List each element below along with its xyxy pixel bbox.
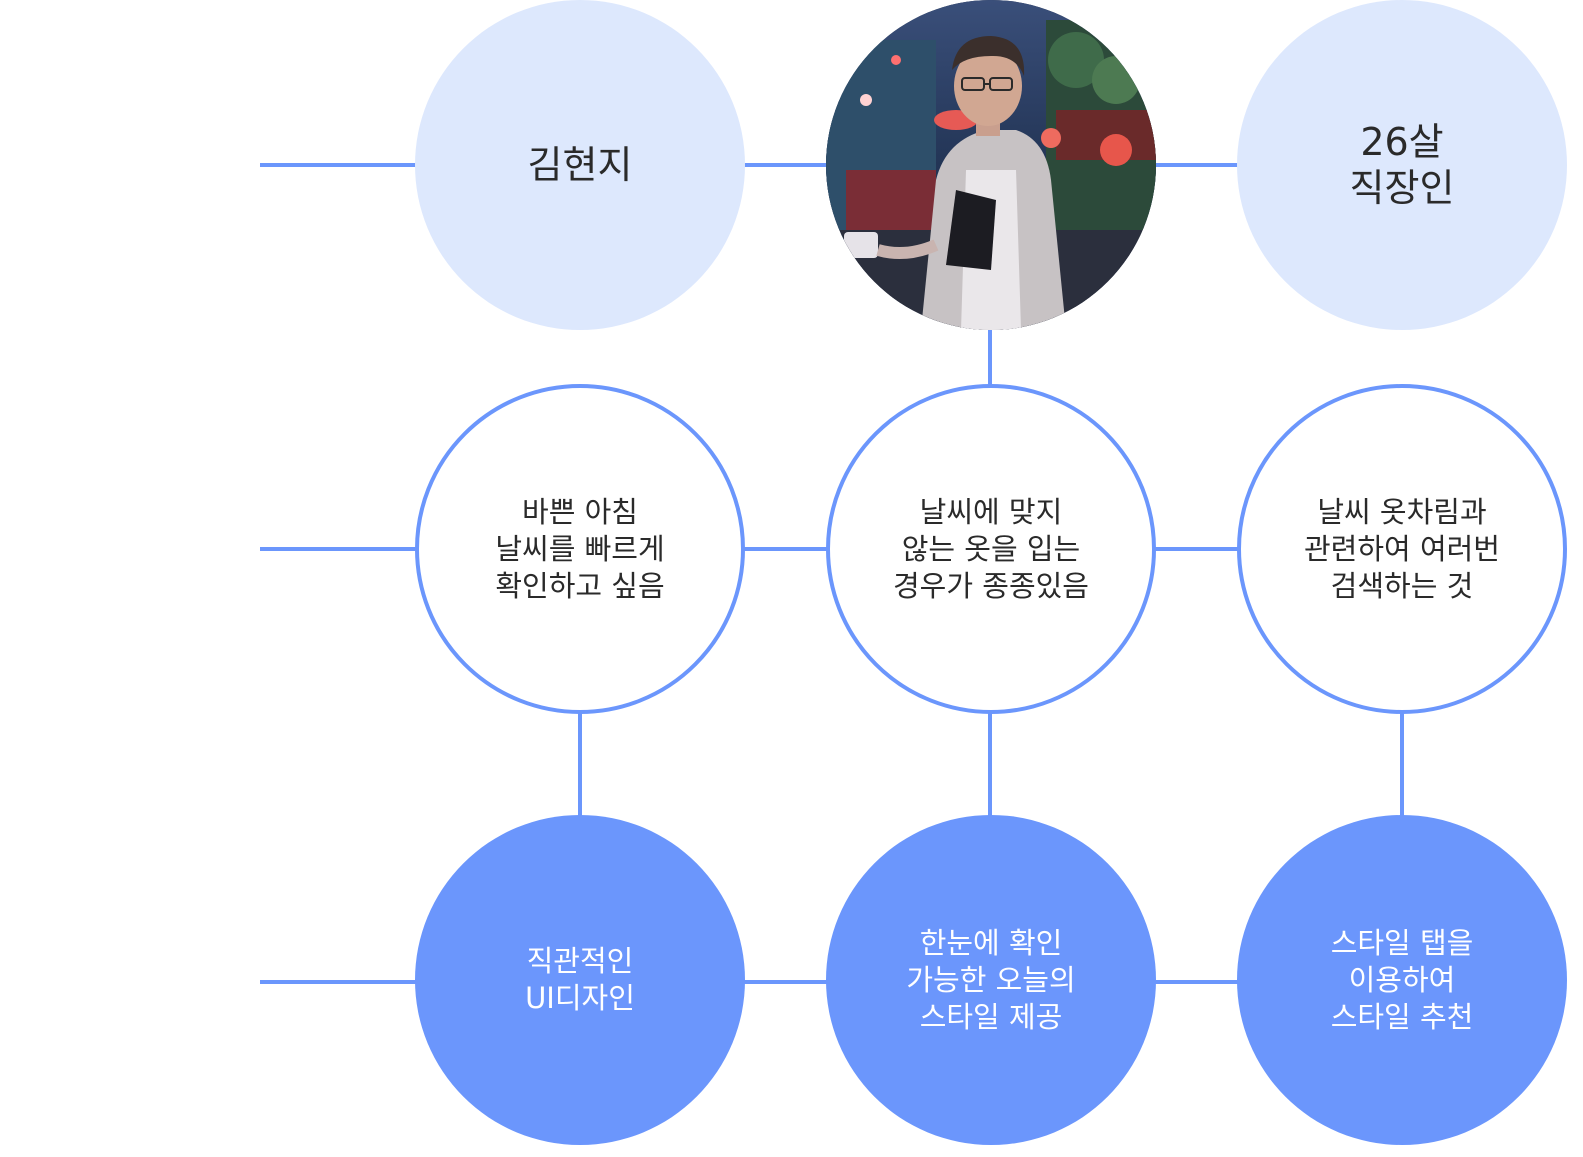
solution-node: 스타일 탭을 이용하여 스타일 추천 <box>1237 815 1567 1145</box>
persona-age-job: 26살 직장인 <box>1349 120 1455 210</box>
row1-connector-b <box>1155 163 1239 167</box>
col1-vertical-connector <box>578 712 582 817</box>
solution-text: 직관적인 UI디자인 <box>525 944 635 1015</box>
row3-connector-b <box>1155 980 1239 984</box>
persona-name-node: 김현지 <box>415 0 745 330</box>
pain-point-node: 바쁜 아침 날씨를 빠르게 확인하고 싶음 <box>415 384 745 714</box>
solution-node: 직관적인 UI디자인 <box>415 815 745 1145</box>
row3-left-connector <box>260 980 416 984</box>
persona-name: 김현지 <box>527 143 633 187</box>
solution-text: 한눈에 확인 가능한 오늘의 스타일 제공 <box>906 925 1076 1034</box>
col3-vertical-connector <box>1400 712 1404 817</box>
solution-node: 한눈에 확인 가능한 오늘의 스타일 제공 <box>826 815 1156 1145</box>
pain-point-node: 날씨에 맞지 않는 옷을 입는 경우가 종종있음 <box>826 384 1156 714</box>
row2-left-connector <box>260 547 416 551</box>
col2-vertical-connector <box>988 712 992 817</box>
row2-connector-b <box>1155 547 1239 551</box>
pain-point-node: 날씨 옷차림과 관련하여 여러번 검색하는 것 <box>1237 384 1567 714</box>
persona-photo <box>826 0 1156 330</box>
row1-connector-a <box>744 163 828 167</box>
row3-connector-a <box>744 980 828 984</box>
persona-age-job-node: 26살 직장인 <box>1237 0 1567 330</box>
pain-point-text: 날씨 옷차림과 관련하여 여러번 검색하는 것 <box>1304 494 1500 603</box>
solution-text: 스타일 탭을 이용하여 스타일 추천 <box>1330 925 1474 1034</box>
pain-point-text: 날씨에 맞지 않는 옷을 입는 경우가 종종있음 <box>893 494 1089 603</box>
row1-left-connector <box>260 163 416 167</box>
row2-connector-a <box>744 547 828 551</box>
photo-to-need-connector <box>988 328 992 386</box>
pain-point-text: 바쁜 아침 날씨를 빠르게 확인하고 싶음 <box>495 494 665 603</box>
person-photo-illustration <box>826 0 1156 330</box>
